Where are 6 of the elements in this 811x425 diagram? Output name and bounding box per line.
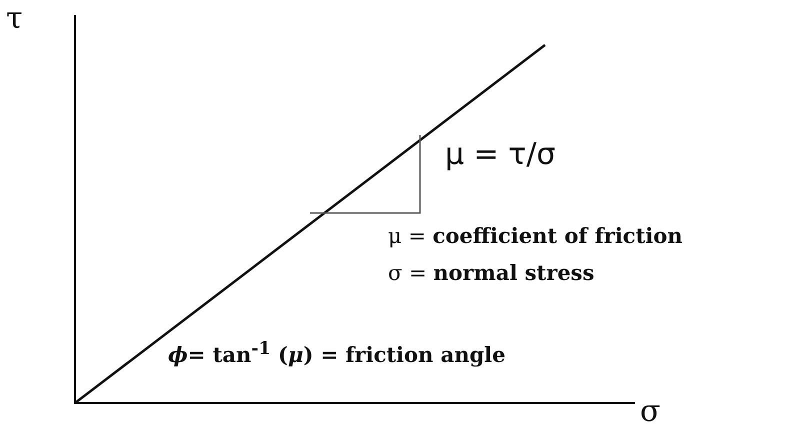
slope-formula: μ = τ/σ: [445, 138, 556, 171]
definition-text: μ = coefficient of friction: [388, 224, 683, 248]
axis-label: τ: [6, 2, 23, 35]
definition-text: σ = normal stress: [388, 261, 594, 286]
axis-label: σ: [640, 395, 660, 425]
angle-definition: ϕ= tan$^{-1}$ (μ) = friction angle: [168, 340, 506, 366]
